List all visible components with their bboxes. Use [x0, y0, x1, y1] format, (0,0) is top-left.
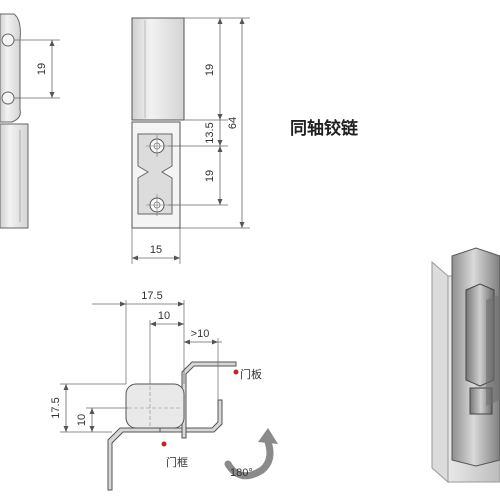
label-door-panel: 门板: [240, 367, 262, 381]
arrowhead: [212, 339, 218, 345]
dim-13-5: 13.5: [204, 122, 216, 143]
arrowhead: [132, 255, 138, 261]
arrowhead: [217, 199, 223, 205]
dim-10-left: 10: [76, 414, 88, 426]
arrowhead: [63, 384, 69, 390]
arrowhead: [49, 92, 55, 98]
product-title: 同轴铰链: [290, 118, 359, 139]
side-view-hole-top: [1, 33, 15, 47]
dim-15: 15: [150, 244, 162, 256]
dim-17-5-left: 17.5: [50, 397, 62, 418]
dim-64: 64: [227, 117, 239, 129]
hinge-3d-render: [431, 247, 500, 484]
arrowhead: [217, 146, 223, 152]
arrowhead: [120, 301, 126, 307]
arrowhead: [217, 18, 223, 24]
side-view-lower-leaf: [0, 123, 29, 229]
section-view: 17.5 10 >10 17.5 10 门板 门框 180°: [50, 290, 278, 491]
dim-10-top: 10: [158, 310, 170, 322]
dim-19-left: 19: [36, 63, 48, 75]
door-frame-marker: [161, 441, 167, 447]
arrowhead: [178, 301, 184, 307]
arrowhead: [239, 18, 245, 24]
side-view-upper-leaf: [0, 13, 21, 123]
arrowhead: [89, 426, 95, 432]
arrowhead: [63, 426, 69, 432]
arrowhead: [49, 40, 55, 46]
dim-17-5-top: 17.5: [141, 290, 162, 302]
door-panel-marker: [233, 369, 239, 375]
side-view: 19: [0, 13, 60, 229]
arrowhead: [89, 408, 95, 414]
arrowhead: [174, 255, 180, 261]
label-door-frame: 门框: [166, 455, 188, 469]
render-shadow: [486, 294, 500, 406]
label-rotation: 180°: [230, 467, 253, 479]
rotation-arrow-icon: [224, 438, 274, 480]
arrowhead: [217, 114, 223, 120]
arrowhead: [178, 321, 184, 327]
door-panel-sheet: [181, 361, 237, 439]
rotation-arrow-head-icon: [258, 428, 278, 444]
dim-19-bottom: 19: [204, 170, 216, 182]
door-frame-flange: [159, 399, 223, 433]
front-view: 19 13.5 19 64 15: [131, 17, 250, 264]
front-upper-leaf: [131, 17, 185, 121]
arrowhead: [239, 222, 245, 228]
render-sheet-edge: [431, 260, 449, 484]
arrowhead: [150, 321, 156, 327]
dim-ge10: >10: [191, 328, 210, 340]
door-frame-sheet: [107, 427, 161, 491]
side-view-hole-bottom: [1, 91, 15, 105]
dim-19-top: 19: [204, 64, 216, 76]
arrowhead: [217, 140, 223, 146]
arrowhead: [184, 339, 190, 345]
front-cutout: [137, 133, 173, 215]
section-hinge-body: [125, 383, 185, 429]
